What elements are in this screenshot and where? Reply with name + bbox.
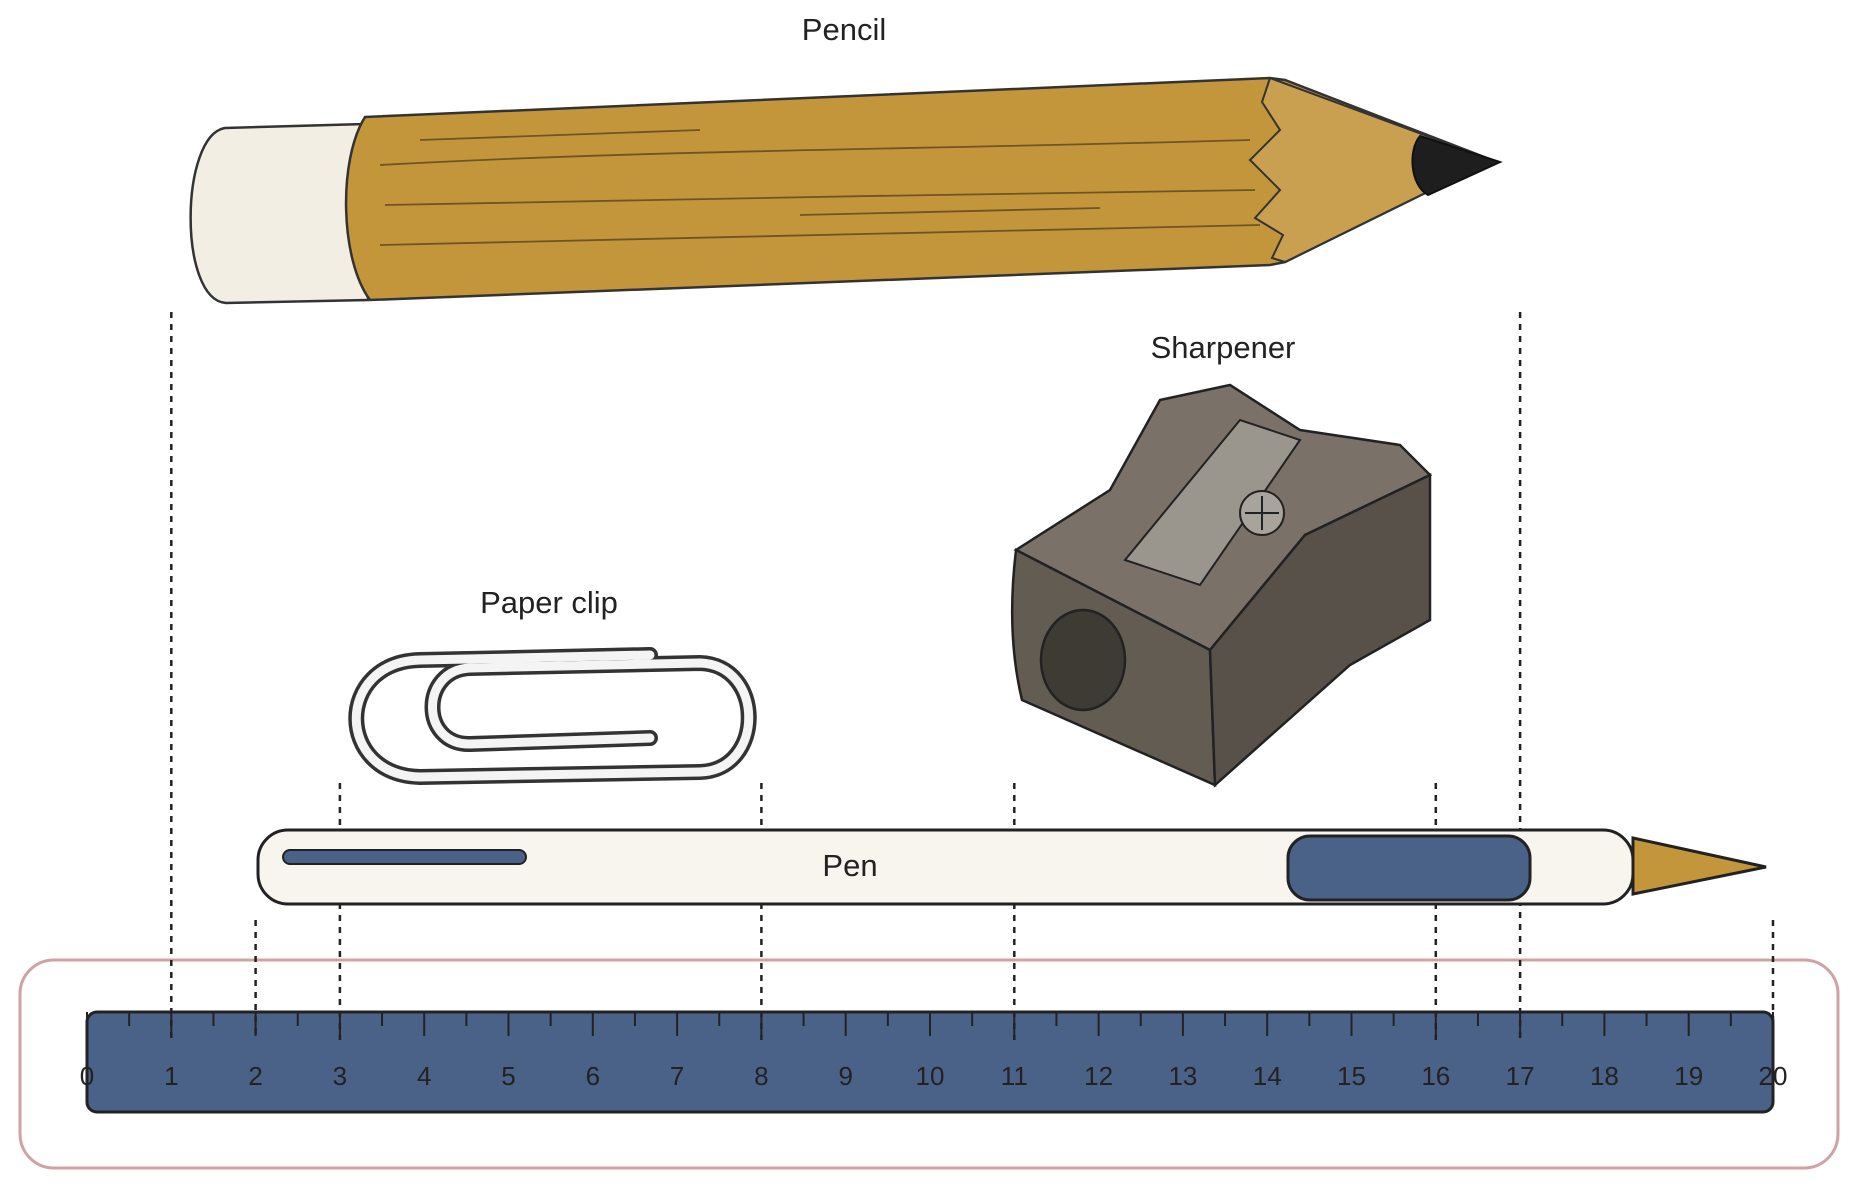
ruler-frame xyxy=(18,958,1840,1170)
paper-clip-image xyxy=(348,647,757,786)
pen-grip xyxy=(1286,834,1532,902)
ruler-tick-label: 12 xyxy=(1084,1061,1113,1091)
sharpener-label: Sharpener xyxy=(1150,330,1296,365)
sharpener-side xyxy=(1208,473,1432,788)
ruler-tick-label: 20 xyxy=(1759,1061,1788,1091)
pencil-eraser xyxy=(189,122,370,305)
ruler-tick-label: 13 xyxy=(1168,1061,1197,1091)
ruler-tick-label: 17 xyxy=(1506,1061,1535,1091)
ruler-tick-label: 4 xyxy=(417,1061,431,1091)
ruler-tick-label: 19 xyxy=(1674,1061,1703,1091)
ruler-tick-label: 2 xyxy=(248,1061,262,1091)
pen-clip xyxy=(282,849,527,865)
ruler-tick-label: 1 xyxy=(164,1061,178,1091)
pen-image xyxy=(256,828,1767,906)
ruler-tick-label: 7 xyxy=(670,1061,684,1091)
ruler-tick-label: 0 xyxy=(80,1061,94,1091)
ruler-tick-label: 11 xyxy=(1001,1061,1028,1091)
ruler-tick-label: 18 xyxy=(1590,1061,1619,1091)
ruler-tick-label: 6 xyxy=(586,1061,600,1091)
ruler-tick-label: 3 xyxy=(333,1061,347,1091)
pen-label: Pen xyxy=(822,848,878,883)
ruler-tick-label: 16 xyxy=(1421,1061,1450,1091)
sharpener-hole xyxy=(1039,608,1127,712)
pencil-graphite-tip xyxy=(1411,134,1503,197)
pencil-label: Pencil xyxy=(801,12,887,47)
sharpener-image xyxy=(1010,383,1433,788)
ruler-tick-label: 8 xyxy=(754,1061,768,1091)
ruler-tick-label: 14 xyxy=(1253,1061,1282,1091)
ruler-tick-label: 10 xyxy=(916,1061,945,1091)
measurement-guides xyxy=(170,312,1775,1040)
pen-tip xyxy=(1631,836,1767,896)
sharpener-blade xyxy=(1123,418,1302,587)
ruler-tick-label: 9 xyxy=(838,1061,852,1091)
ruler-tick-label: 5 xyxy=(501,1061,515,1091)
paper-clip-label: Paper clip xyxy=(480,585,618,620)
ruler-tick-label: 15 xyxy=(1337,1061,1366,1091)
pencil-wood-cone xyxy=(1248,76,1495,264)
pencil-image xyxy=(189,76,1503,305)
